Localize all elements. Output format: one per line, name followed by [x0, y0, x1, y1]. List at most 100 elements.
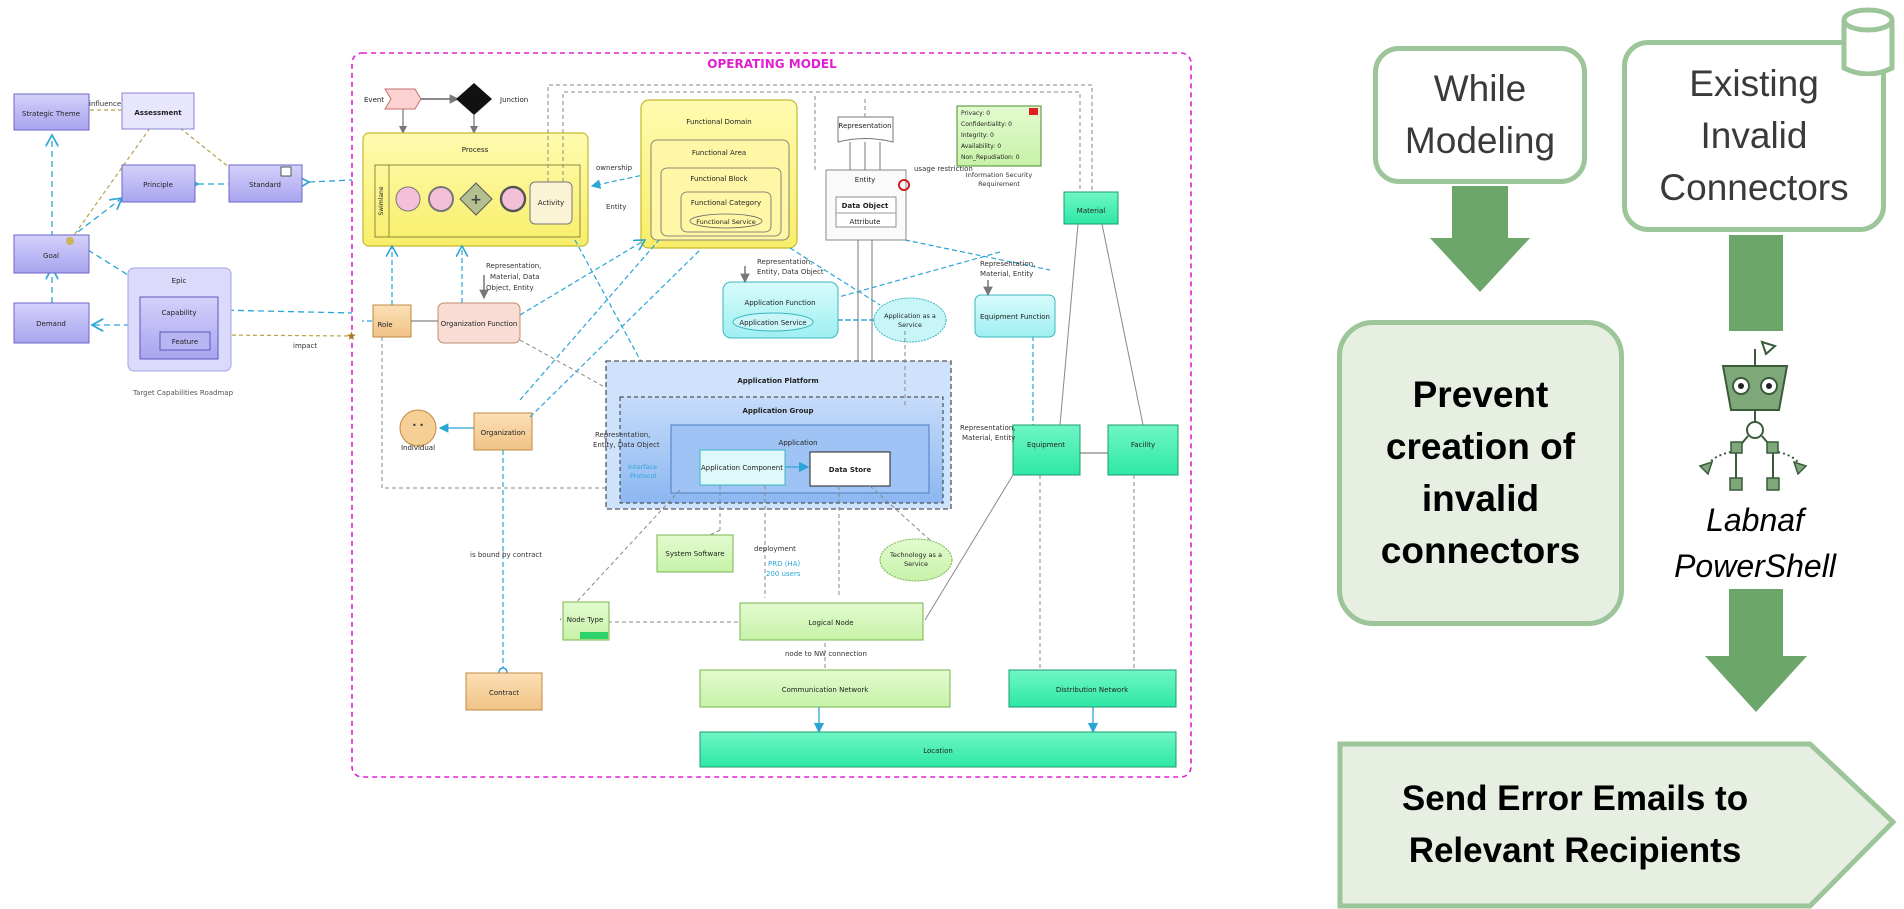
existing-line-3: Connectors [1659, 167, 1849, 208]
svg-text:Functional Category: Functional Category [691, 199, 761, 207]
svg-text:Functional Service: Functional Service [696, 218, 756, 226]
strategy-connectors [52, 135, 353, 325]
equipment-node[interactable]: Equipment [1012, 424, 1081, 476]
svg-text:Standard: Standard [249, 181, 281, 189]
svg-text:Logical Node: Logical Node [808, 619, 853, 627]
svg-text:Epic: Epic [172, 277, 187, 285]
activity-node[interactable] [529, 181, 573, 225]
equipment-function-node[interactable]: Equipment Function [974, 294, 1056, 338]
svg-text:Application Function: Application Function [744, 299, 815, 307]
interface-label-2: Protocol [630, 472, 656, 480]
role-node[interactable]: Role [372, 304, 412, 338]
assessment-node[interactable]: Assessment [121, 92, 195, 130]
robot-icon [1698, 340, 1808, 491]
prevent-line-3: invalid [1421, 478, 1540, 519]
node-type-node[interactable]: Node Type [562, 601, 610, 641]
rep-ent-label-1: Representation, [757, 258, 812, 266]
svg-text:Organization: Organization [481, 429, 526, 437]
data-object-node[interactable] [835, 196, 897, 228]
while-modeling-line-2: Modeling [1404, 120, 1556, 161]
svg-text:Service: Service [904, 560, 928, 568]
deployment-label: deployment [754, 545, 796, 553]
svg-text:Demand: Demand [36, 320, 66, 328]
event-node[interactable]: Event [364, 88, 422, 110]
usage-restriction-label: usage restriction [914, 165, 973, 173]
organization-node[interactable]: Organization [473, 412, 533, 451]
strategic-theme-node[interactable]: Strategic Theme [13, 93, 90, 131]
svg-text:Facility: Facility [1131, 441, 1155, 449]
checkbox-icon [280, 166, 292, 177]
down-arrow-right [1705, 589, 1807, 712]
svg-text:Application as a: Application as a [884, 312, 936, 320]
restriction-icon [898, 179, 910, 191]
epic-node[interactable]: Epic Capability Feature [127, 267, 232, 372]
principle-node[interactable]: Principle [121, 164, 196, 203]
operating-model-frame [351, 52, 1192, 778]
app-as-service-node[interactable]: Application as a Service [873, 297, 947, 343]
goal-node[interactable]: Goal [13, 234, 90, 274]
interface-label-1: Interface [628, 463, 657, 471]
svg-text:Strategic Theme: Strategic Theme [22, 110, 80, 118]
dist-network-node[interactable]: Distribution Network [1008, 669, 1177, 708]
process-node[interactable]: Process Swimlane + Activity [362, 132, 589, 247]
existing-line-2: Invalid [1700, 115, 1808, 156]
svg-text:Node Type: Node Type [567, 616, 604, 624]
facility-node[interactable]: Facility [1107, 424, 1179, 476]
app-function-node[interactable]: Application Function Application Service [722, 281, 839, 339]
standard-node[interactable]: Standard [228, 164, 303, 203]
location-node[interactable]: Location [699, 731, 1177, 768]
svg-text:+: + [470, 192, 482, 208]
individual-node[interactable]: • • Individual [399, 409, 437, 452]
svg-text:Capability: Capability [161, 309, 196, 317]
svg-text:Goal: Goal [43, 252, 59, 260]
app-service-node[interactable] [732, 312, 814, 332]
rep-left-label-2: Entity, Data Object [593, 441, 660, 449]
security-requirement-node[interactable]: Privacy: 0 Confidentiality: 0 Integrity:… [956, 105, 1042, 167]
svg-text:Data Store: Data Store [829, 466, 872, 474]
bound-label: is bound by contract [470, 551, 542, 559]
svg-text:Role: Role [377, 321, 392, 329]
send-emails-text: Send Error Emails to Relevant Recipients [1345, 770, 1805, 880]
feature-node[interactable] [159, 331, 211, 351]
junction-node[interactable]: Junction [456, 83, 528, 115]
contract-node[interactable]: Contract [465, 672, 543, 711]
system-software-node[interactable]: System Software [656, 534, 734, 573]
svg-text:Communication Network: Communication Network [782, 686, 870, 694]
star-icon: ★ [346, 329, 357, 343]
representation-node[interactable]: Representation [837, 116, 894, 143]
labnaf-powershell-label: Labnaf PowerShell [1660, 497, 1850, 589]
entity-node[interactable]: Entity Data Object Attribute [825, 169, 907, 241]
existing-invalid-box: Existing Invalid Connectors [1622, 40, 1886, 232]
svg-text:Integrity: 0: Integrity: 0 [961, 132, 994, 139]
svg-text:Process: Process [462, 146, 489, 154]
comm-network-node[interactable]: Communication Network [699, 669, 951, 708]
svg-text:• •: • • [412, 421, 424, 430]
material-node[interactable]: Material [1063, 191, 1119, 225]
demand-node[interactable]: Demand [13, 302, 90, 344]
database-icon [1841, 7, 1895, 76]
node-nw-label: node to NW connection [785, 650, 867, 658]
logical-node[interactable]: Logical Node [739, 602, 924, 641]
app-component-node[interactable] [699, 449, 786, 486]
svg-text:Entity: Entity [855, 176, 875, 184]
svg-text:Application Group: Application Group [742, 407, 813, 415]
rep-mat-label-1: Representation, [486, 262, 541, 270]
functional-domain-node[interactable]: Functional Domain Functional Area Functi… [640, 99, 798, 249]
entity-small-label: Entity [606, 203, 626, 211]
svg-text:Service: Service [898, 321, 922, 329]
pencil-icon [1029, 108, 1038, 115]
operating-model-diagram: OPERATING MODEL influences impact ★ Stra… [13, 52, 1192, 778]
rep-eq-label-1: Representation, [980, 260, 1035, 268]
functional-service-node[interactable] [689, 213, 763, 229]
app-platform-node[interactable]: Application Platform Application Group A… [605, 360, 952, 510]
org-function-node[interactable]: Organization Function [437, 302, 521, 344]
while-modeling-box: While Modeling [1373, 46, 1587, 184]
rep-mat-label-3: Object, Entity [486, 284, 534, 292]
svg-text:Equipment: Equipment [1027, 441, 1065, 449]
tech-as-service-node[interactable]: Technology as a Service [879, 538, 953, 582]
prd-label-1: PRD (HA) [768, 560, 800, 568]
rep-left-label-1: Representation, [595, 431, 650, 439]
svg-text:Contract: Contract [489, 689, 519, 697]
data-store-node[interactable] [809, 451, 891, 487]
operating-model-title: OPERATING MODEL [707, 57, 837, 71]
